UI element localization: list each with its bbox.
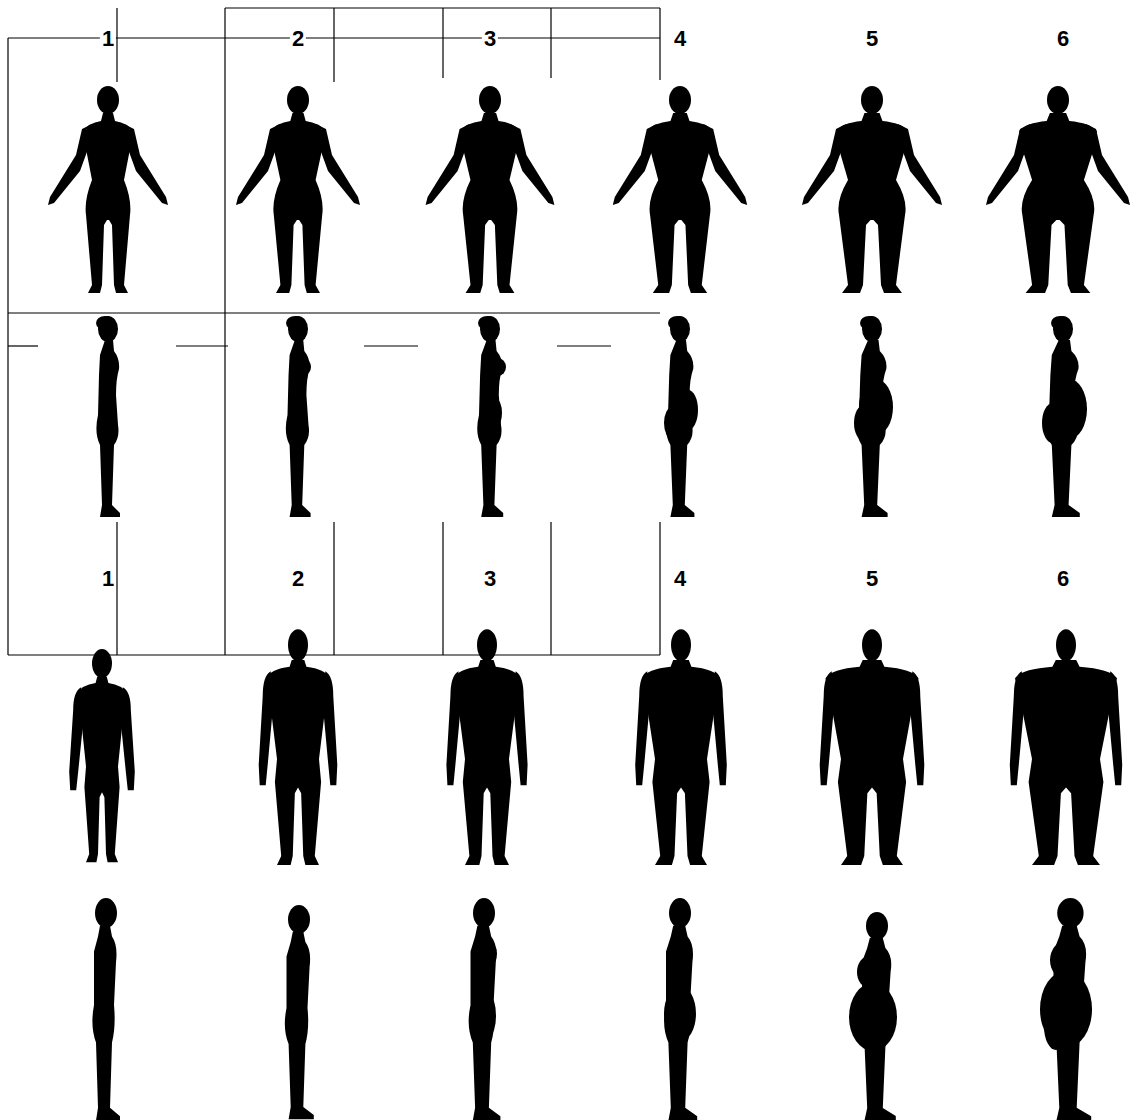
female-side-figure [1042,316,1087,517]
callout-number: 3 [482,27,498,51]
callout-number: 6 [1055,27,1071,51]
callout-number: 6 [1055,567,1071,591]
male-side-figure [92,898,120,1120]
callout-number: 2 [290,567,306,591]
male-front-figure [1010,629,1122,865]
female-front-figure [986,86,1130,293]
callout-number: 4 [672,27,688,51]
callout-number: 2 [290,27,306,51]
callout-number: 3 [482,567,498,591]
callout-number: 1 [100,27,116,51]
female-side-figure [477,316,506,517]
female-front-figure [802,86,942,293]
female-side-figure [664,316,698,517]
callout-number: 5 [864,567,880,591]
grid-lines [8,8,660,655]
male-side-figure [285,905,314,1119]
male-side-figure [1040,898,1092,1120]
male-side-figure [849,912,897,1120]
male-side-figure [469,898,501,1120]
female-side-figure [286,316,311,517]
female-front-figure [236,86,360,293]
male-front-figure [446,629,527,865]
male-front-figure [69,649,135,862]
callout-number: 5 [864,27,880,51]
male-side-figure [664,898,697,1120]
female-front-figure [48,86,168,293]
male-front-figure [635,629,727,865]
male-front-figure [820,629,925,865]
female-side-figure [96,316,120,517]
callout-number: 1 [100,567,116,591]
male-front-figure [259,629,338,865]
callout-number: 4 [672,567,688,591]
female-front-figure [426,86,555,293]
female-front-figure [613,86,747,293]
female-side-figure [854,316,893,517]
